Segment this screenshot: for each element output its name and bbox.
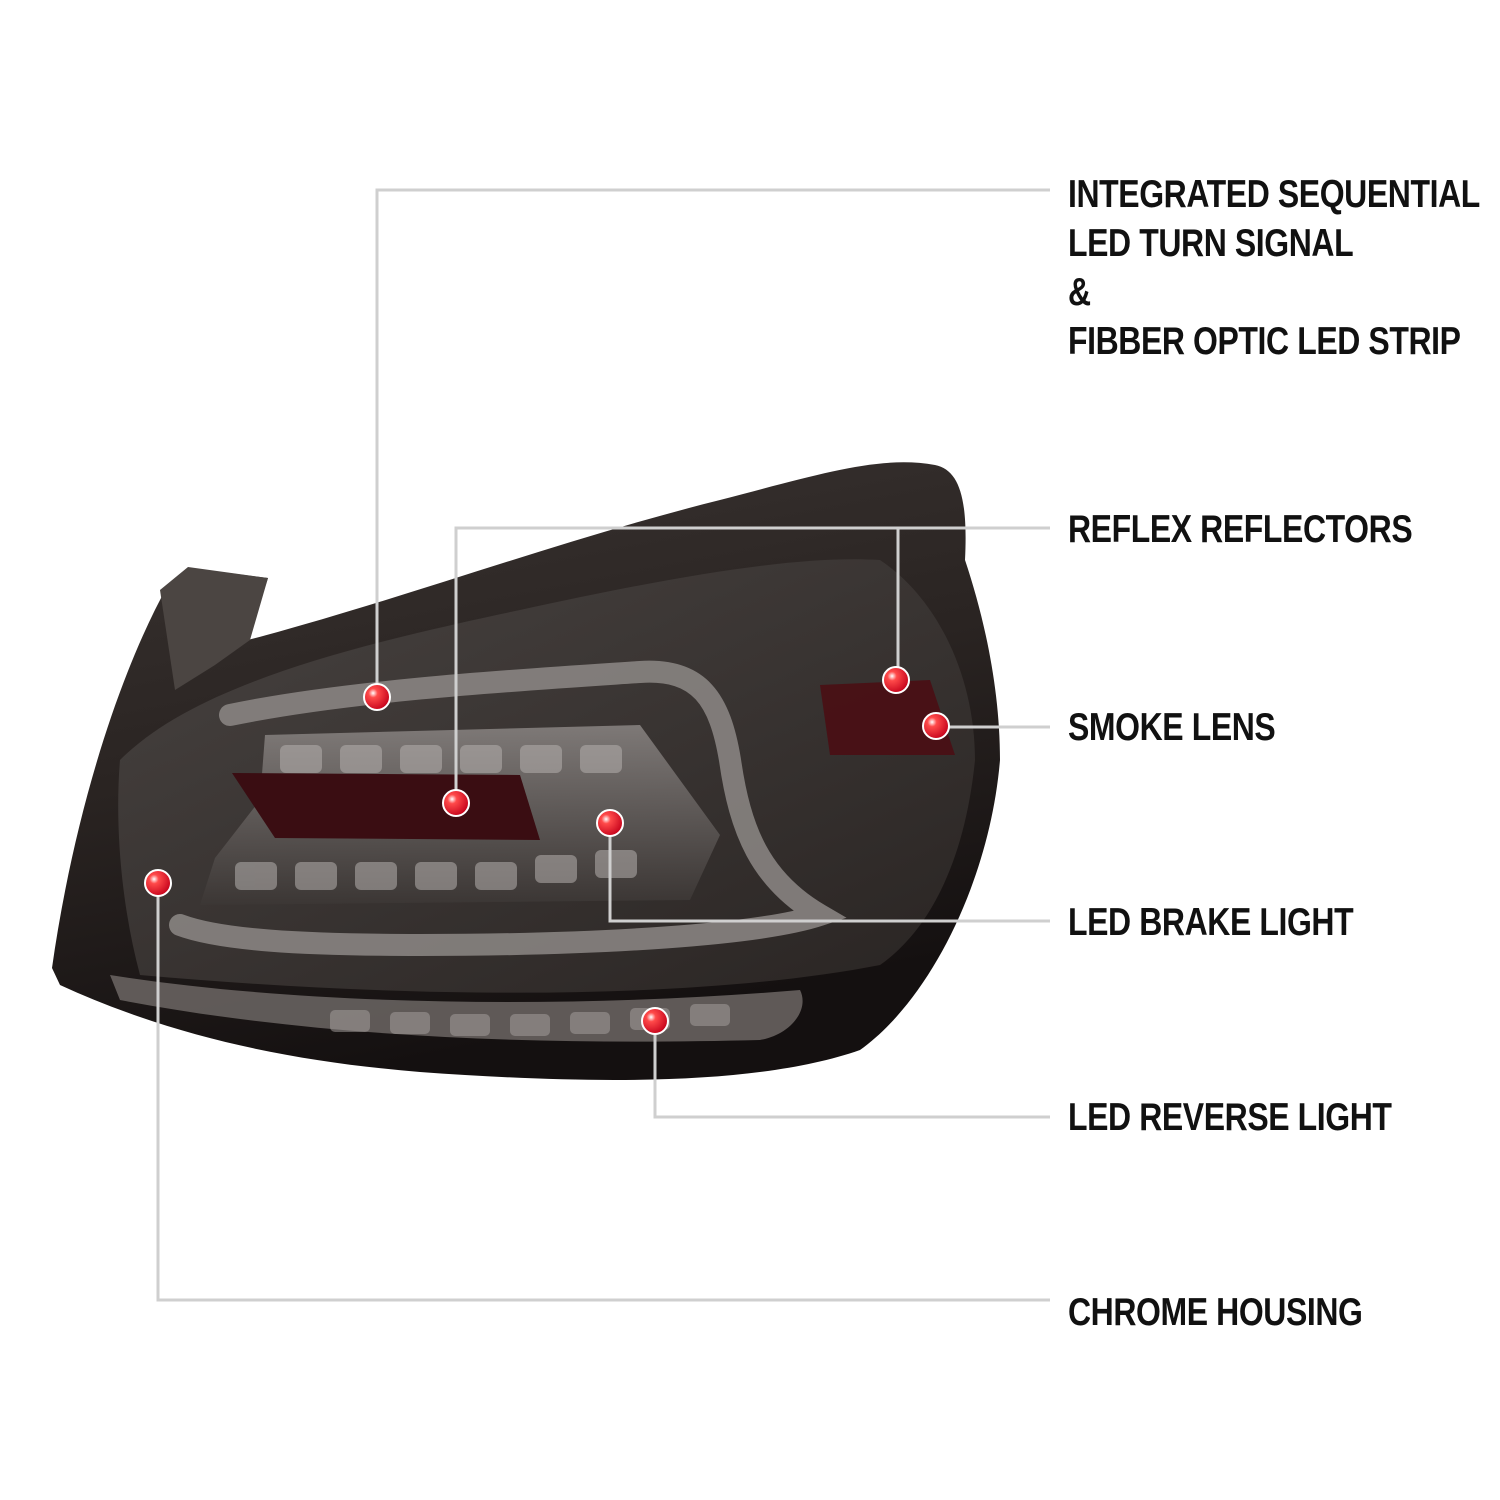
callout-reflex-reflectors: REFLEX REFLECTORS [1068, 508, 1413, 551]
side-reflector [820, 680, 955, 755]
leader-brake-light [608, 823, 1050, 923]
leader-reflex-reflectors [454, 526, 1050, 803]
marker-reverse-light [641, 1007, 669, 1035]
fiber-optic-strip [169, 660, 847, 957]
marker-reflex-reflector-center [442, 789, 470, 817]
callout-turn-signal-line2: LED TURN SIGNAL [1068, 222, 1354, 265]
tail-light-image [52, 462, 1000, 1080]
callout-turn-signal-line3: & [1068, 271, 1091, 314]
reverse-light-strip [110, 975, 803, 1042]
callout-turn-signal-line4: FIBBER OPTIC LED STRIP [1068, 320, 1461, 363]
led-row-upper [280, 745, 622, 773]
leader-chrome-housing [156, 883, 1050, 1302]
marker-smoke-lens [922, 712, 950, 740]
callout-led-brake-light: LED BRAKE LIGHT [1068, 901, 1354, 944]
callout-chrome-housing: CHROME HOUSING [1068, 1291, 1363, 1334]
leader-reverse-light [653, 1021, 1050, 1119]
callout-led-reverse-light: LED REVERSE LIGHT [1068, 1096, 1392, 1139]
marker-turn-signal [363, 683, 391, 711]
mounting-tab [160, 567, 268, 690]
leader-turn-signal [375, 188, 1050, 697]
marker-chrome-housing [144, 869, 172, 897]
callout-turn-signal-line1: INTEGRATED SEQUENTIAL [1068, 173, 1480, 216]
led-row-lower [235, 850, 637, 890]
callout-turn-signal: INTEGRATED SEQUENTIAL LED TURN SIGNAL & … [1068, 170, 1480, 366]
callout-smoke-lens: SMOKE LENS [1068, 706, 1276, 749]
marker-brake-light [596, 809, 624, 837]
markers [144, 666, 950, 1035]
marker-reflex-reflector-side [882, 666, 910, 694]
leader-lines [156, 188, 1050, 1302]
center-reflector [232, 773, 540, 840]
